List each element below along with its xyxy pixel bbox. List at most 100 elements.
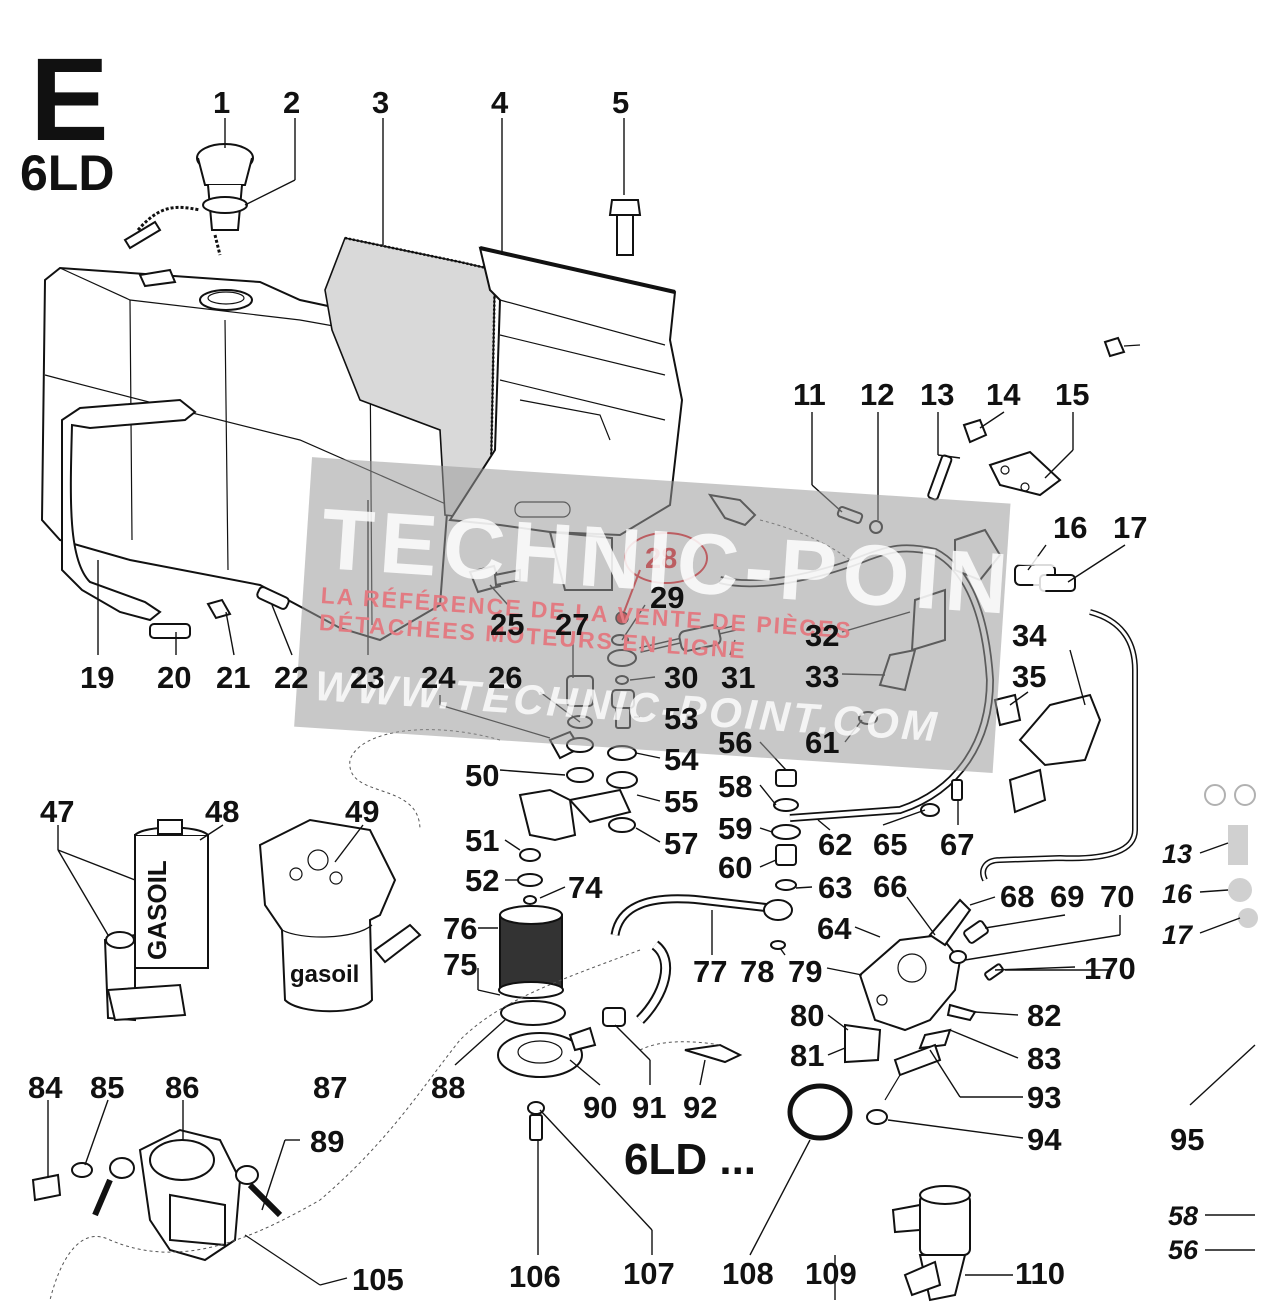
callout-105: 105 — [352, 1262, 404, 1297]
callout-58: 58 — [718, 769, 752, 804]
callout-80: 80 — [790, 998, 824, 1033]
filter-cartridge-gasoil: GASOIL — [103, 819, 209, 1022]
feed-pump — [138, 1128, 321, 1286]
callout-54: 54 — [664, 742, 699, 777]
chain-ring — [123, 220, 162, 250]
callout-62: 62 — [818, 827, 852, 862]
callout-85: 85 — [90, 1070, 124, 1105]
callout-47: 47 — [40, 794, 74, 829]
callout-92: 92 — [683, 1090, 717, 1125]
filler-chain — [136, 205, 222, 256]
callout-1: 1 — [213, 85, 230, 120]
callout-65: 65 — [873, 827, 907, 862]
callout-61: 61 — [805, 725, 839, 760]
callout-68: 68 — [1000, 879, 1034, 914]
callout-106: 106 — [509, 1259, 561, 1294]
callout-83: 83 — [1027, 1041, 1061, 1076]
callout-88: 88 — [431, 1070, 465, 1105]
callout-110: 110 — [1015, 1256, 1065, 1291]
adjacent-page-fragment — [1204, 784, 1258, 928]
callout-49: 49 — [345, 794, 379, 829]
callout-64: 64 — [817, 911, 852, 946]
callout-109: 109 — [805, 1256, 857, 1291]
hose-route-4 — [639, 1041, 721, 1051]
callout-69: 69 — [1050, 879, 1084, 914]
callout-20: 20 — [157, 660, 191, 695]
side-leaders — [1189, 842, 1256, 1251]
priming-pump — [993, 693, 1102, 814]
side-callout-17: 17 — [1162, 920, 1194, 950]
callout-26: 26 — [488, 660, 522, 695]
callout-76: 76 — [443, 911, 477, 946]
callout-29: 29 — [650, 580, 684, 615]
callout-15: 15 — [1055, 377, 1089, 412]
callout-79: 79 — [788, 954, 822, 989]
callout-60: 60 — [718, 850, 752, 885]
hand-primer — [891, 1185, 971, 1302]
side-callout-16: 16 — [1162, 879, 1193, 909]
callout-50: 50 — [465, 758, 499, 793]
callout-52: 52 — [465, 863, 499, 898]
callout-74: 74 — [568, 870, 603, 905]
callout-55: 55 — [664, 784, 698, 819]
side-callouts: 13 16 17 58 56 — [1162, 839, 1199, 1265]
callout-24: 24 — [421, 660, 456, 695]
callout-22: 22 — [274, 660, 308, 695]
callout-31: 31 — [721, 660, 755, 695]
callout-35: 35 — [1012, 659, 1046, 694]
injector-housing — [844, 898, 1004, 1125]
callout-53: 53 — [664, 701, 698, 736]
sealing-ring — [787, 1083, 853, 1141]
callout-108: 108 — [722, 1256, 774, 1291]
callout-labels: 1 2 3 4 5 11 12 13 14 15 16 17 19 20 21 … — [28, 85, 1204, 1297]
callout-75: 75 — [443, 947, 477, 982]
callout-25: 25 — [490, 607, 524, 642]
callout-3: 3 — [372, 85, 389, 120]
callout-23: 23 — [350, 660, 384, 695]
engine-model-title: 6LD — [20, 145, 114, 201]
callout-77: 77 — [693, 954, 727, 989]
callout-12: 12 — [860, 377, 894, 412]
callout-93: 93 — [1027, 1080, 1061, 1115]
callout-13: 13 — [920, 377, 954, 412]
filter-label-gasoil: GASOIL — [142, 860, 172, 960]
callout-48: 48 — [205, 794, 239, 829]
callout-34: 34 — [1012, 618, 1047, 653]
tank-strap — [61, 398, 197, 622]
footer-model-label: 6LD ... — [624, 1135, 756, 1184]
callout-33: 33 — [805, 659, 839, 694]
return-line — [610, 894, 793, 1024]
callout-70: 70 — [1100, 879, 1134, 914]
callout-30: 30 — [664, 660, 698, 695]
callout-94: 94 — [1027, 1122, 1062, 1157]
filter-label-gasoil-lower: gasoil — [290, 961, 359, 988]
callout-87: 87 — [313, 1070, 347, 1105]
callout-90: 90 — [583, 1090, 617, 1125]
callout-32: 32 — [805, 618, 839, 653]
filter-element — [497, 905, 583, 1078]
callout-5: 5 — [612, 85, 629, 120]
callout-4: 4 — [491, 85, 509, 120]
callout-57: 57 — [664, 826, 698, 861]
callout-59: 59 — [718, 811, 752, 846]
callout-81: 81 — [790, 1038, 824, 1073]
callout-91: 91 — [632, 1090, 666, 1125]
callout-66: 66 — [873, 869, 907, 904]
callout-14: 14 — [986, 377, 1021, 412]
bolt-5 — [608, 199, 642, 256]
callout-63: 63 — [818, 870, 852, 905]
misc-fittings — [527, 1007, 743, 1141]
callout-89: 89 — [310, 1124, 344, 1159]
callout-17: 17 — [1113, 510, 1147, 545]
callout-95: 95 — [1170, 1122, 1204, 1157]
side-callout-56: 56 — [1168, 1235, 1199, 1265]
callout-19: 19 — [80, 660, 114, 695]
filter-housing-gasoil: gasoil — [258, 818, 422, 1013]
side-callout-58: 58 — [1168, 1201, 1198, 1231]
callout-82: 82 — [1027, 998, 1061, 1033]
callout-86: 86 — [165, 1070, 199, 1105]
callout-16: 16 — [1053, 510, 1087, 545]
callout-21: 21 — [216, 660, 250, 695]
callout-51: 51 — [465, 823, 499, 858]
